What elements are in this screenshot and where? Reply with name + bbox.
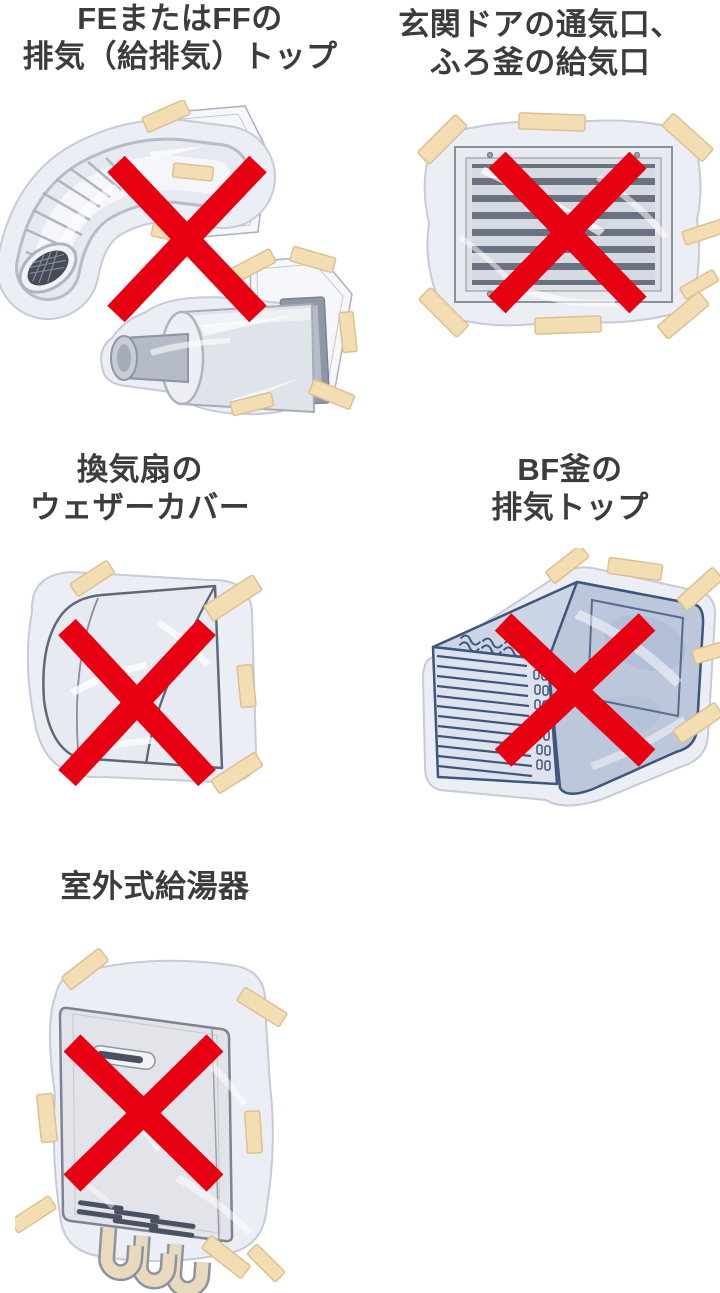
masking-tape-icon [417,114,468,165]
masking-tape-icon [243,1109,264,1155]
figure-title-outdoor-water-heater: 室外式給湯器 [60,869,250,904]
masking-tape-icon [681,218,720,246]
tape-group [417,112,720,340]
masking-tape-icon [676,567,720,611]
outdoor-water-heater-illustration [15,947,288,1293]
duct-mesh-opening [18,242,78,294]
masking-tape-icon [545,548,590,584]
tape-group-lower [229,245,358,417]
figure-fe-ff-exhaust-top [0,100,360,430]
plastic-wrapped-ff-top [100,296,331,416]
prohibited-x-icon [58,618,216,787]
figure-title-entrance-door-vent: 玄関ドアの通気口、 ふろ釜の給気口 [398,7,682,80]
tape-group [15,947,288,1283]
plastic-wrapped-exhaust-elbow [0,118,276,320]
masking-tape-icon [606,556,664,582]
tape-group [545,548,720,744]
masking-tape-icon [338,310,358,354]
masking-tape-icon [15,1195,57,1234]
masking-tape-icon [61,947,109,991]
figure-title-bf-exhaust-top: BF釜の 排気トップ [491,452,649,525]
front-louver-lines [436,654,533,778]
figure-title-weather-cover: 換気扇の ウェザーカバー [29,452,251,525]
weather-cover-illustration [26,560,264,794]
masking-tape-icon [229,391,275,417]
figure-bf-exhaust-top [400,548,720,848]
prohibited-x-icon [107,155,267,323]
figure-weather-cover [10,550,280,825]
prohibited-x-icon [494,613,656,767]
masking-tape-icon [246,1243,286,1283]
masking-tape-icon [661,113,714,162]
masking-tape-icon [679,269,719,300]
fe-ff-exhaust-top-illustration [0,100,358,417]
masking-tape-icon [308,379,356,410]
figure-outdoor-water-heater [15,935,305,1293]
masking-tape-icon [691,639,720,665]
masking-tape-icon [518,112,586,132]
prohibited-x-icon [488,151,647,314]
masking-tape-icon [210,752,264,794]
masking-tape-icon [203,574,263,622]
bf-exhaust-unit [431,580,705,795]
masking-tape-icon [236,986,288,1028]
louvered-vent-illustration [417,112,720,340]
masking-tape-icon [289,245,337,274]
masking-tape-icon [672,702,720,744]
masking-tape-icon [201,1235,251,1279]
masking-tape-icon [534,315,602,335]
weather-cover-hood [42,584,224,770]
masking-tape-icon [657,291,710,340]
bf-exhaust-top-illustration [421,548,720,807]
masking-tape-icon [418,287,469,338]
prohibited-x-icon [63,1034,224,1192]
tape-group [69,560,264,794]
masking-tape-icon [69,560,115,597]
masking-tape-icon [171,162,215,182]
figure-title-fe-ff-exhaust-top: FEまたはFFの 排気（給排気）トップ [22,1,338,74]
masking-tape-icon [141,100,191,133]
masking-tape-icon [35,1092,59,1144]
masking-tape-icon [236,663,257,709]
bottom-vents [76,1200,196,1238]
water-pipes [98,1227,212,1293]
figure-entrance-door-vent [400,105,720,355]
